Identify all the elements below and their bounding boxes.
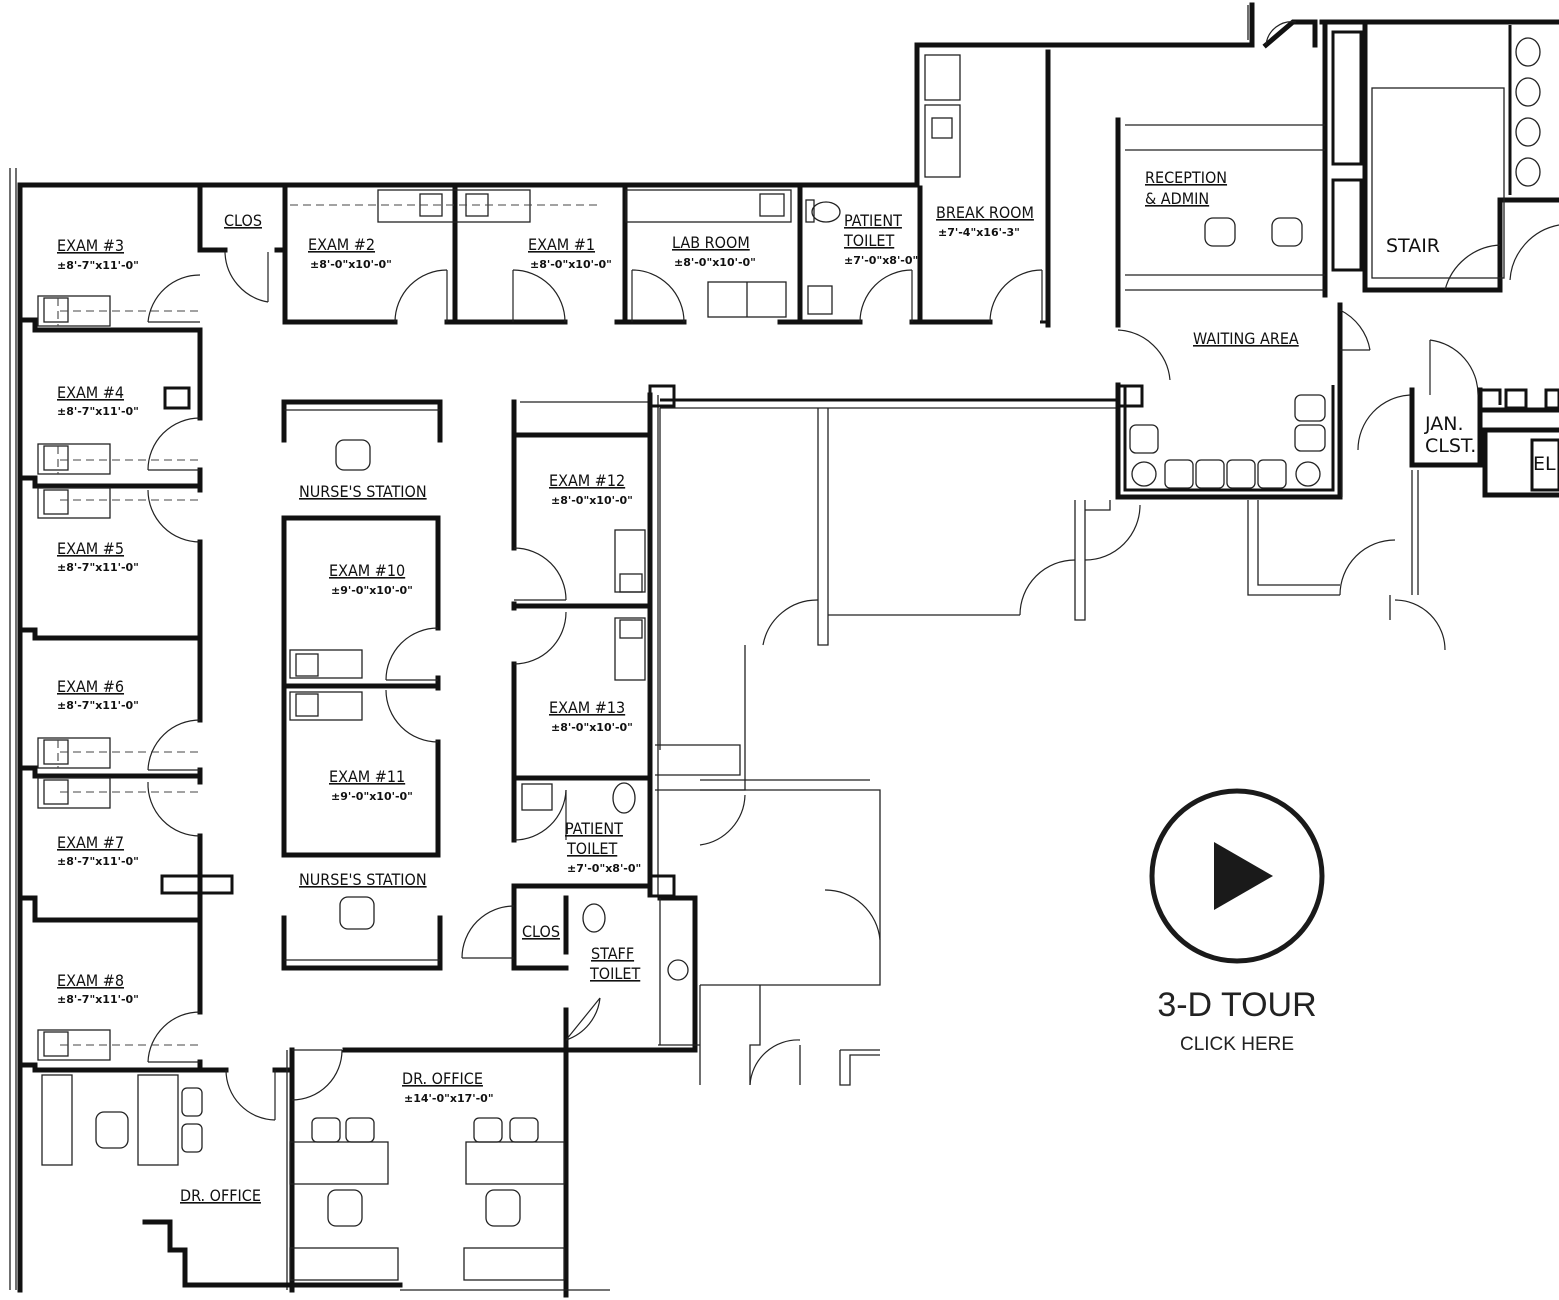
room-label-exam3: EXAM #3 bbox=[57, 236, 124, 255]
doors bbox=[147, 21, 1559, 1121]
tour-title: 3-D TOUR bbox=[1157, 986, 1316, 1024]
room-dim-break: ±7'-4"x16'-3" bbox=[938, 226, 1020, 239]
room-dim-exam11: ±9'-0"x10'-0" bbox=[331, 790, 413, 803]
room-label-exam13: EXAM #13 bbox=[549, 698, 625, 717]
room-dim-exam12: ±8'-0"x10'-0" bbox=[551, 494, 633, 507]
room-label-staff-2: TOILET bbox=[589, 964, 640, 983]
fixtures bbox=[37, 37, 1541, 1281]
room-label-dr-office-b: DR. OFFICE bbox=[180, 1186, 261, 1205]
room-dim-exam10: ±9'-0"x10'-0" bbox=[331, 584, 413, 597]
room-label-reception: RECEPTION bbox=[1145, 168, 1227, 187]
room-label-patient-toilet-2: TOILET bbox=[843, 231, 894, 250]
room-dim-exam8: ±8'-7"x11'-0" bbox=[57, 993, 139, 1006]
room-label-dr-office-a: DR. OFFICE bbox=[402, 1069, 483, 1088]
room-label-exam12: EXAM #12 bbox=[549, 471, 625, 490]
room-label-exam11: EXAM #11 bbox=[329, 767, 405, 786]
room-label-jan: JAN. bbox=[1424, 413, 1464, 435]
room-label-exam7: EXAM #7 bbox=[57, 833, 124, 852]
room-dim-patient-toilet: ±7'-0"x8'-0" bbox=[844, 254, 918, 267]
room-dim-exam6: ±8'-7"x11'-0" bbox=[57, 699, 139, 712]
room-dim-exam1: ±8'-0"x10'-0" bbox=[530, 258, 612, 271]
tour-button[interactable]: 3-D TOUR CLICK HERE bbox=[1149, 788, 1325, 1055]
room-label-exam1: EXAM #1 bbox=[528, 235, 595, 254]
room-label-exam8: EXAM #8 bbox=[57, 971, 124, 990]
walls bbox=[9, 2, 1559, 1298]
play-icon bbox=[1214, 842, 1273, 910]
room-label-exam5: EXAM #5 bbox=[57, 539, 124, 558]
room-dim-exam3: ±8'-7"x11'-0" bbox=[57, 259, 139, 272]
room-label-nurse1: NURSE'S STATION bbox=[299, 482, 427, 501]
room-dim-patient-toilet2: ±7'-0"x8'-0" bbox=[567, 862, 641, 875]
room-label-exam2: EXAM #2 bbox=[308, 235, 375, 254]
room-label-patient-toilet: PATIENT bbox=[844, 211, 902, 230]
room-label-waiting: WAITING AREA bbox=[1193, 329, 1299, 348]
room-label-break: BREAK ROOM bbox=[936, 203, 1034, 222]
room-label-reception-2: & ADMIN bbox=[1145, 189, 1209, 208]
room-dim-lab: ±8'-0"x10'-0" bbox=[674, 256, 756, 269]
tour-subtitle: CLICK HERE bbox=[1180, 1034, 1294, 1055]
room-label-patient-toilet2: PATIENT bbox=[565, 819, 623, 838]
room-labels: EXAM #3 ±8'-7"x11'-0" CLOS EXAM #2 ±8'-0… bbox=[57, 168, 1556, 1205]
room-label-nurse2: NURSE'S STATION bbox=[299, 870, 427, 889]
room-label-elev: EL bbox=[1533, 453, 1556, 475]
room-label-exam10: EXAM #10 bbox=[329, 561, 405, 580]
room-dim-exam4: ±8'-7"x11'-0" bbox=[57, 405, 139, 418]
room-label-stair: STAIR bbox=[1386, 235, 1440, 257]
room-label-jan-2: CLST. bbox=[1425, 435, 1476, 457]
room-label-patient-toilet2-2: TOILET bbox=[566, 839, 617, 858]
room-label-clos2: CLOS bbox=[522, 922, 560, 941]
room-dim-exam2: ±8'-0"x10'-0" bbox=[310, 258, 392, 271]
room-dim-exam7: ±8'-7"x11'-0" bbox=[57, 855, 139, 868]
room-label-lab: LAB ROOM bbox=[672, 233, 750, 252]
room-label-staff: STAFF bbox=[591, 944, 634, 963]
room-dim-dr-office-a: ±14'-0"x17'-0" bbox=[404, 1092, 494, 1105]
room-label-clos: CLOS bbox=[224, 211, 262, 230]
room-label-exam4: EXAM #4 bbox=[57, 383, 124, 402]
room-dim-exam13: ±8'-0"x10'-0" bbox=[551, 721, 633, 734]
room-dim-exam5: ±8'-7"x11'-0" bbox=[57, 561, 139, 574]
adjacent-space-lines bbox=[655, 408, 1419, 1086]
room-label-exam6: EXAM #6 bbox=[57, 677, 124, 696]
